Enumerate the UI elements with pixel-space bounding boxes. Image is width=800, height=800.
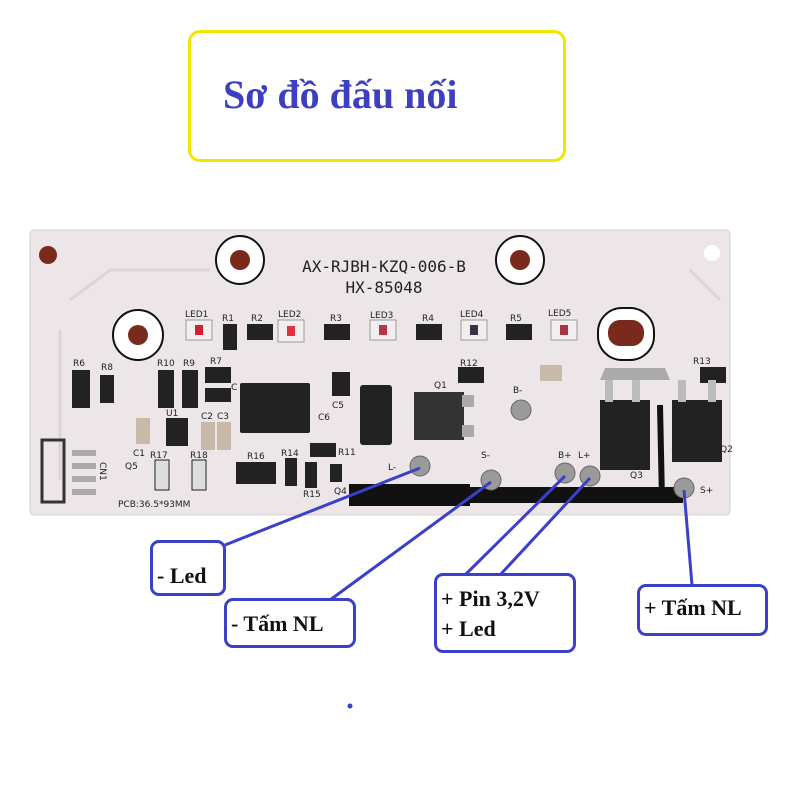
- svg-text:Q4: Q4: [334, 487, 347, 497]
- svg-text:LED4: LED4: [460, 310, 484, 320]
- svg-text:C2: C2: [201, 412, 213, 422]
- svg-text:R11: R11: [338, 448, 356, 458]
- title-box: Sơ đồ đấu nối: [188, 30, 566, 162]
- svg-text:C: C: [231, 383, 237, 393]
- svg-text:R4: R4: [422, 314, 434, 324]
- cn1-connector: [40, 438, 96, 504]
- callout-panel-minus: - Tấm NL: [224, 598, 356, 648]
- component-labels: LED1 R1 R2 LED2 R3 LED3 R4 LED4 R5 LED5 …: [73, 309, 733, 510]
- svg-text:U1: U1: [166, 409, 178, 419]
- mounting-holes: [39, 235, 720, 361]
- svg-text:B-: B-: [513, 386, 522, 396]
- svg-text:C5: C5: [332, 401, 344, 411]
- callout-led-minus: - Led: [150, 540, 226, 596]
- board-code: HX-85048: [345, 278, 422, 297]
- svg-text:L-: L-: [388, 463, 396, 473]
- svg-text:R6: R6: [73, 359, 85, 369]
- svg-text:R2: R2: [251, 314, 263, 324]
- board-model: AX-RJBH-KZQ-006-B: [302, 257, 466, 276]
- svg-text:R18: R18: [190, 451, 208, 461]
- diagram-title: Sơ đồ đấu nối: [223, 72, 458, 117]
- svg-text:C6: C6: [318, 413, 330, 423]
- callout-lines: [224, 466, 694, 602]
- svg-text:R12: R12: [460, 359, 478, 369]
- callout-panel-plus: + Tấm NL: [637, 584, 768, 636]
- svg-text:R3: R3: [330, 314, 342, 324]
- svg-text:C1: C1: [133, 449, 145, 459]
- led-row: [185, 319, 578, 350]
- svg-text:R16: R16: [247, 452, 265, 462]
- svg-text:L+: L+: [578, 451, 591, 461]
- svg-text:R14: R14: [281, 449, 299, 459]
- dot: [347, 703, 353, 709]
- components: [40, 365, 726, 506]
- svg-text:R10: R10: [157, 359, 175, 369]
- svg-text:R17: R17: [150, 451, 168, 461]
- svg-text:R7: R7: [210, 357, 222, 367]
- pcb-size: PCB:36.5*93MM: [118, 500, 190, 510]
- svg-text:CN1: CN1: [97, 462, 107, 481]
- svg-text:R5: R5: [510, 314, 522, 324]
- svg-text:R13: R13: [693, 357, 711, 367]
- svg-text:R1: R1: [222, 314, 234, 324]
- svg-text:LED2: LED2: [278, 310, 301, 320]
- svg-text:Q2: Q2: [720, 445, 733, 455]
- callout-battery-led-plus: + Pin 3,2V + Led: [434, 573, 576, 653]
- svg-text:Q5: Q5: [125, 462, 138, 472]
- svg-text:R9: R9: [183, 359, 195, 369]
- svg-text:LED3: LED3: [370, 311, 393, 321]
- svg-text:R15: R15: [303, 490, 321, 500]
- svg-text:S-: S-: [481, 451, 490, 461]
- svg-text:S+: S+: [700, 486, 713, 496]
- svg-text:Q1: Q1: [434, 381, 447, 391]
- svg-text:C3: C3: [217, 412, 229, 422]
- svg-text:Q3: Q3: [630, 471, 643, 481]
- svg-text:LED5: LED5: [548, 309, 571, 319]
- svg-text:B+: B+: [558, 451, 572, 461]
- svg-text:LED1: LED1: [185, 310, 208, 320]
- svg-text:R8: R8: [101, 363, 113, 373]
